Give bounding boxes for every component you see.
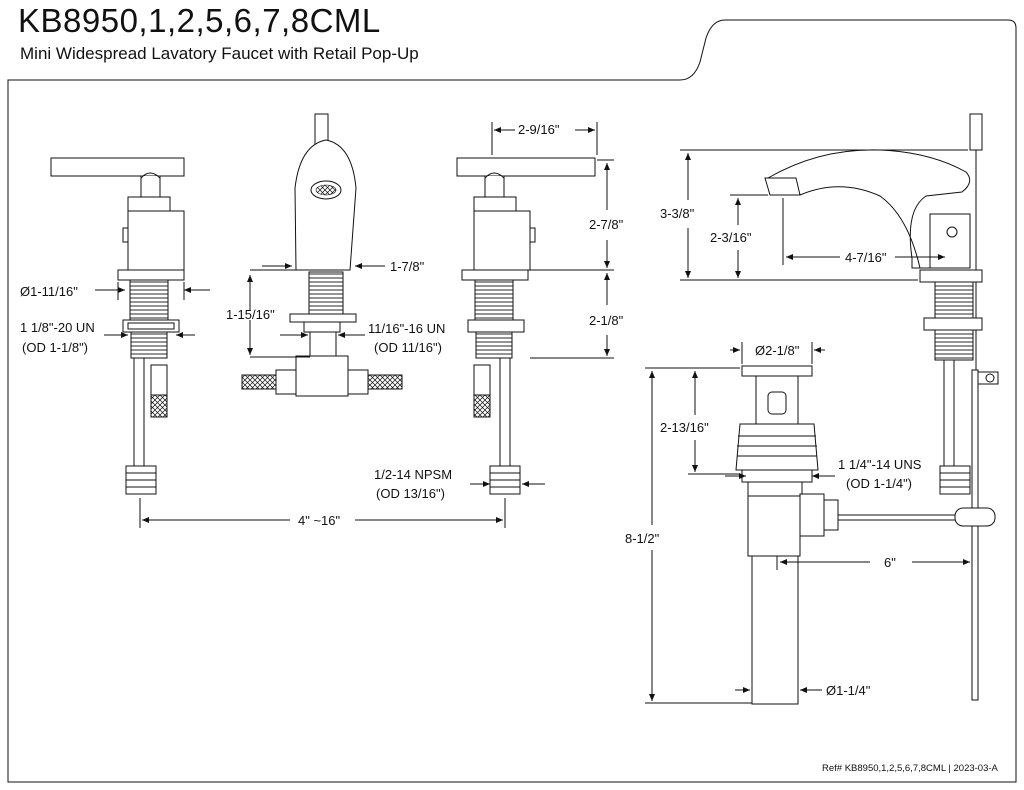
right-handle-valve (456, 157, 596, 495)
dim-drain-flange-dia: Ø2-1/8" (755, 343, 800, 358)
dim-inlet-thread-od: (OD 13/16") (376, 486, 445, 501)
dim-spout-outlet-height: 2-3/16" (710, 230, 752, 245)
dim-handle-thread: 1 1/8"-20 UN (20, 320, 95, 335)
dim-drain-total-height: 8-1/2" (625, 531, 660, 546)
dim-drain-thread: 1 1/4"-14 UNS (838, 457, 922, 472)
dim-spout-width: 1-7/8" (390, 259, 425, 274)
reference-number: Ref# KB8950,1,2,5,6,7,8CML | 2023-03-A (822, 763, 998, 774)
dim-handle-flange-dia: Ø1-11/16" (20, 284, 78, 299)
dim-drain-flange-height: 2-13/16" (660, 420, 709, 435)
page-subtitle: Mini Widespread Lavatory Faucet with Ret… (20, 44, 419, 63)
sheet-border (7, 19, 1017, 783)
dim-spout-thread-od: (OD 11/16") (374, 340, 442, 355)
dim-handle-shank-height: 2-1/8" (589, 313, 624, 328)
dim-spout-reach: 4-7/16" (845, 250, 887, 265)
dim-spout-thread: 11/16"-16 UN (368, 321, 445, 336)
left-handle-valve (50, 157, 185, 495)
dim-inlet-thread: 1/2-14 NPSM (374, 467, 452, 482)
dim-tailpiece-dia: Ø1-1/4" (826, 683, 871, 698)
dim-spout-shank-height: 1-15/16" (226, 307, 275, 322)
dim-handle-length: 2-9/16" (518, 122, 560, 137)
popup-drain (735, 365, 996, 705)
spout-side-view (764, 113, 999, 701)
dim-drain-thread-od: (OD 1-1/4") (846, 476, 912, 491)
dim-center-spread: 4" ~16" (298, 513, 341, 528)
dimension-lines (95, 122, 970, 704)
spout-front-view (241, 113, 403, 397)
dim-handle-height: 2-7/8" (589, 217, 624, 232)
dim-spout-total-height: 3-3/8" (660, 206, 695, 221)
dim-lift-rod-length: 6" (884, 555, 896, 570)
page-title: KB8950,1,2,5,6,7,8CML (18, 2, 381, 39)
dim-handle-thread-od: (OD 1-1/8") (22, 340, 88, 355)
